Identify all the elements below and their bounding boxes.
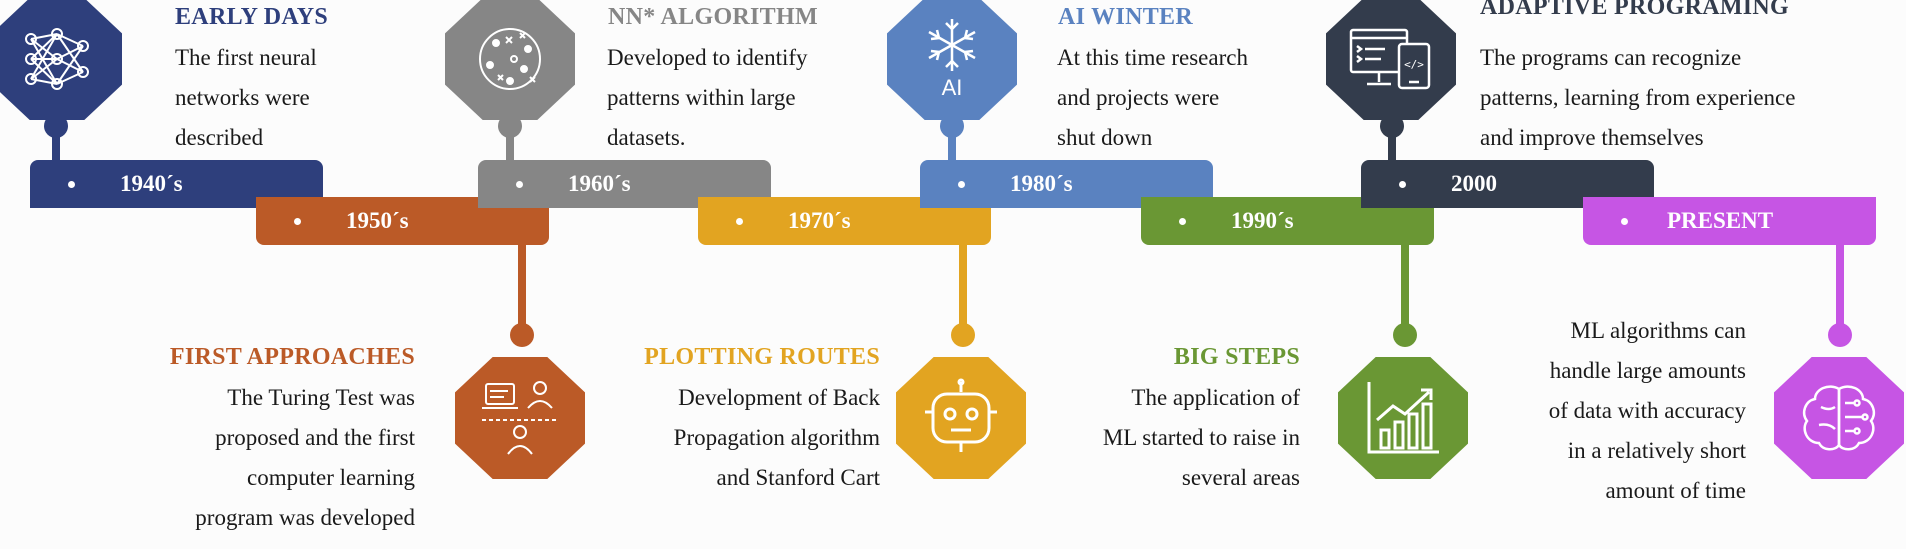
connector-stem	[948, 124, 956, 162]
era-title-ai-winter: AI WINTER	[1058, 4, 1193, 30]
bullet-dot	[516, 181, 523, 188]
era-title-nn-algorithm: NN* ALGORITHM	[608, 4, 818, 30]
era-badge-1940s	[0, 0, 122, 120]
bullet-dot	[958, 181, 965, 188]
era-badge-2000: </>	[1326, 0, 1456, 120]
connector-stem	[959, 243, 967, 333]
code-tag-text: </>	[1404, 58, 1424, 71]
snowflake-icon	[928, 19, 976, 71]
year-label: 1990´s	[1231, 208, 1294, 233]
connector-knob	[951, 323, 975, 347]
year-label: 1960´s	[568, 171, 631, 196]
year-label: 1980´s	[1010, 171, 1073, 196]
year-label: 1970´s	[788, 208, 851, 233]
era-badge-present	[1774, 357, 1904, 479]
era-description-1960s: Developed to identify patterns within la…	[607, 45, 808, 150]
connector-stem	[1836, 243, 1844, 333]
era-title-plotting-routes: PLOTTING ROUTES	[644, 344, 880, 370]
era-badge-1960s	[445, 0, 575, 120]
year-bar-1940s: 1940´s	[30, 160, 323, 208]
connector-knob	[1828, 323, 1852, 347]
year-label: 2000	[1451, 171, 1497, 196]
brain-circuit-icon	[1803, 385, 1875, 451]
bullet-dot	[1399, 181, 1406, 188]
ai-badge-text: AI	[941, 75, 963, 100]
connector-stem	[1401, 243, 1409, 333]
scatter-points-icon	[479, 28, 541, 90]
year-label: 1940´s	[120, 171, 183, 196]
era-description-1990s: The application of ML started to raise i…	[1102, 385, 1300, 490]
connector-stem	[52, 124, 60, 162]
connector-stem	[506, 124, 514, 162]
connector-stem	[1388, 124, 1396, 162]
era-title-adaptive-programing: ADAPTIVE PROGRAMING	[1480, 0, 1790, 20]
connector-knob	[510, 323, 534, 347]
era-description-present: ML algorithms can handle large amounts o…	[1548, 318, 1746, 503]
era-description-1950s: The Turing Test was proposed and the fir…	[195, 385, 415, 530]
year-label: 1950´s	[346, 208, 409, 233]
era-title-big-steps: BIG STEPS	[1173, 344, 1300, 370]
code-devices-icon: </>	[1349, 28, 1431, 90]
era-badge-1990s	[1338, 357, 1468, 479]
bullet-dot	[736, 218, 743, 225]
neural-network-icon	[25, 28, 89, 90]
bullet-dot	[68, 181, 75, 188]
growth-chart-icon	[1367, 382, 1439, 454]
bullet-dot	[294, 218, 301, 225]
era-badge-1980s: AI	[887, 0, 1017, 120]
era-description-1980s: At this time research and projects were …	[1057, 45, 1248, 150]
era-badge-1950s	[455, 357, 585, 479]
connector-knob	[1393, 323, 1417, 347]
era-title-first-approaches: FIRST APPROACHES	[169, 344, 415, 370]
era-description-1940s: The first neural networks were described	[175, 45, 317, 150]
robot-icon	[925, 378, 997, 452]
era-title-early-days: EARLY DAYS	[175, 4, 329, 30]
bullet-dot	[1179, 218, 1186, 225]
year-label: PRESENT	[1667, 208, 1774, 233]
era-description-1970s: Development of Back Propagation algorith…	[673, 385, 880, 490]
year-bar-present: PRESENT	[1583, 197, 1876, 245]
era-description-2000: The programs can recognize patterns, lea…	[1480, 45, 1796, 150]
people-computer-icon	[482, 381, 558, 455]
era-badge-1970s	[896, 357, 1026, 479]
connector-stem	[518, 243, 526, 333]
bullet-dot	[1621, 218, 1628, 225]
